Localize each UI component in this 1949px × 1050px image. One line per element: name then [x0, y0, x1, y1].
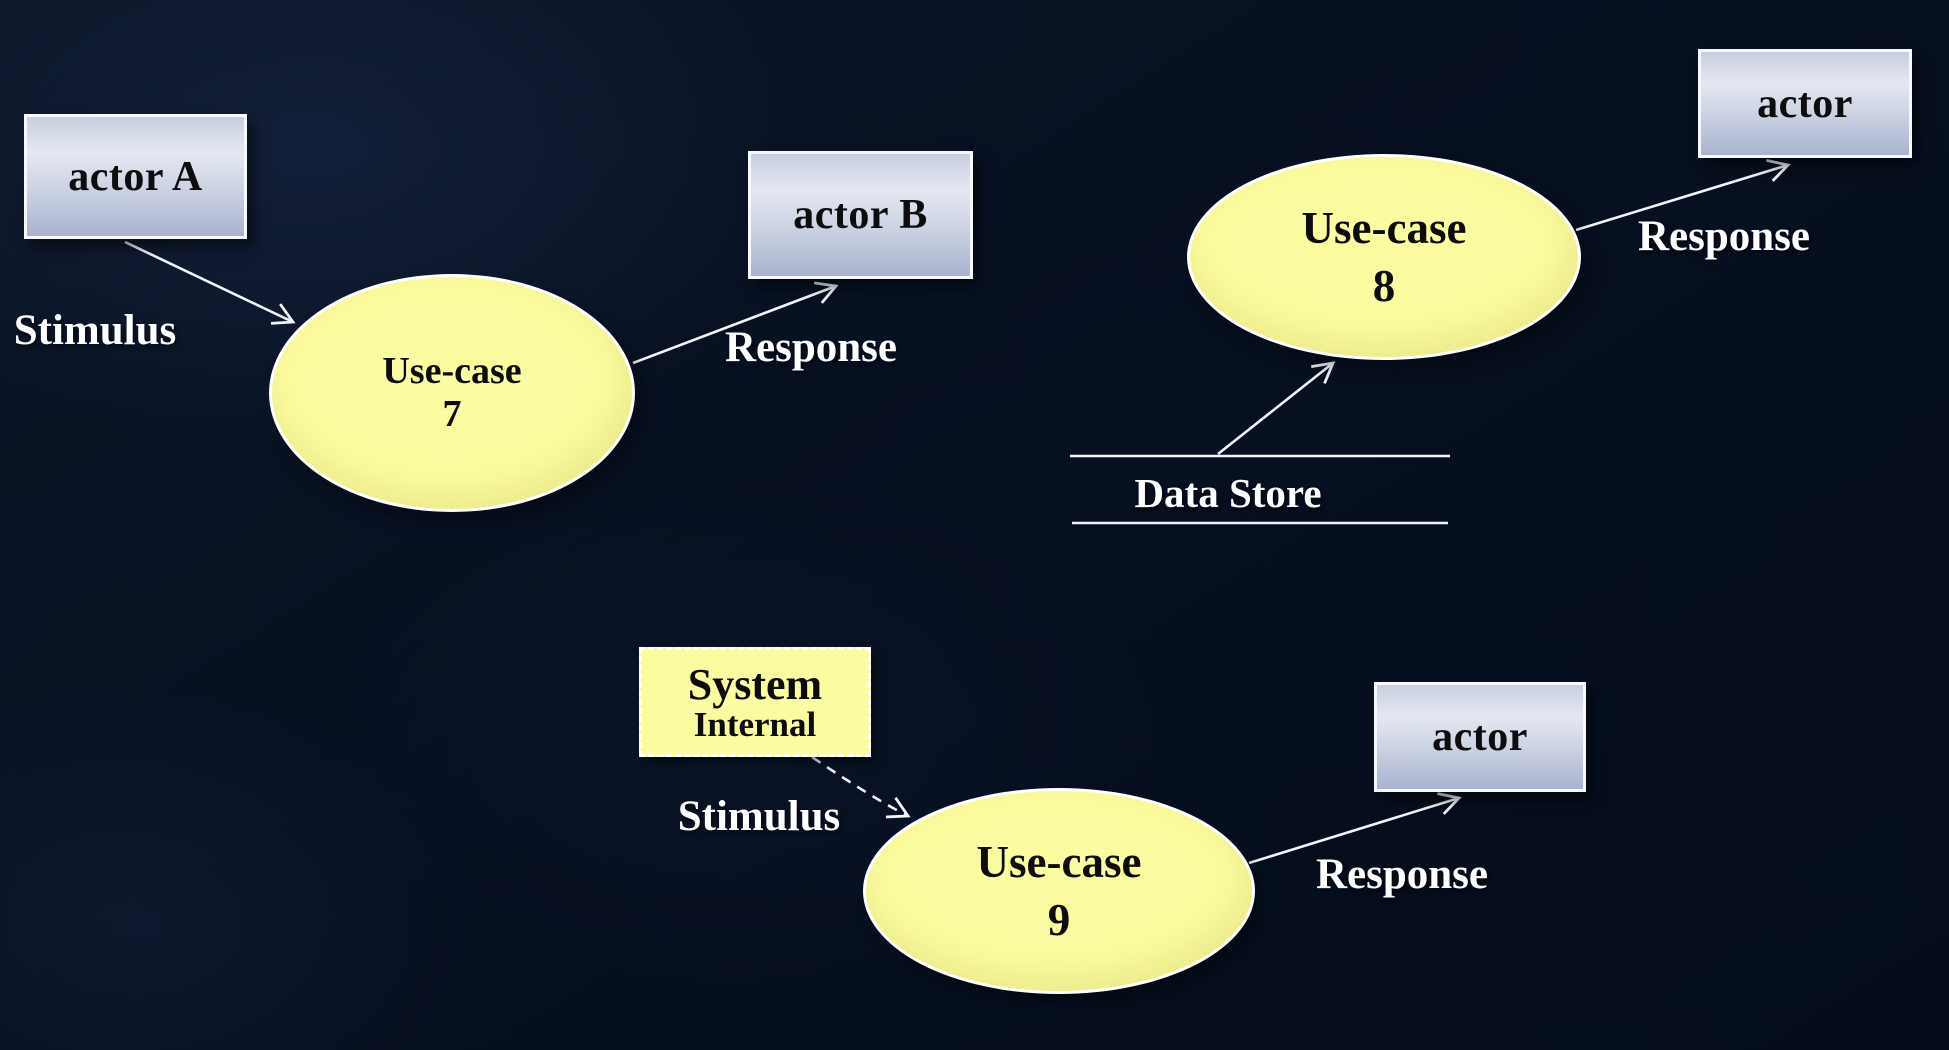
use-case-7-title: Use-case [382, 350, 522, 393]
actor-b-box: actor B [748, 151, 973, 279]
use-case-7-number: 7 [442, 393, 462, 435]
system-internal-box: System Internal [639, 647, 871, 757]
use-case-8-number: 8 [1372, 261, 1396, 311]
use-case-8-ellipse: Use-case 8 [1187, 154, 1581, 360]
response-arrow-usecase9-to-actor [1248, 792, 1462, 865]
response-label-usecase9: Response [1315, 851, 1489, 898]
arrow-data-store-to-usecase8 [1217, 361, 1336, 456]
actor-b-label: actor B [793, 192, 928, 238]
actor-a-box: actor A [24, 114, 247, 239]
actor-a-label: actor A [68, 153, 203, 200]
data-store-label: Data Store [1134, 470, 1322, 516]
use-case-8-title: Use-case [1301, 202, 1467, 253]
stimulus-arrow-actor-a-to-usecase7 [124, 240, 296, 325]
actor-bottom-right-box: actor [1374, 682, 1586, 792]
use-case-9-title: Use-case [976, 836, 1142, 887]
system-internal-line1: System [687, 659, 823, 709]
use-case-9-number: 9 [1047, 895, 1071, 945]
use-case-9-ellipse: Use-case 9 [863, 788, 1255, 994]
response-arrow-usecase7-to-actor-b [632, 281, 839, 365]
actor-top-right-box: actor [1698, 49, 1912, 158]
system-internal-line2: Internal [693, 704, 817, 744]
response-label-usecase7: Response [724, 324, 898, 371]
stimulus-label-top-left: Stimulus [13, 307, 177, 354]
response-label-usecase8: Response [1637, 213, 1811, 260]
actor-top-right-label: actor [1757, 80, 1853, 127]
response-arrow-usecase8-to-actor [1575, 159, 1791, 232]
stimulus-label-system-internal: Stimulus [677, 793, 841, 840]
actor-bottom-right-label: actor [1432, 714, 1528, 760]
use-case-7-ellipse: Use-case 7 [269, 274, 635, 512]
